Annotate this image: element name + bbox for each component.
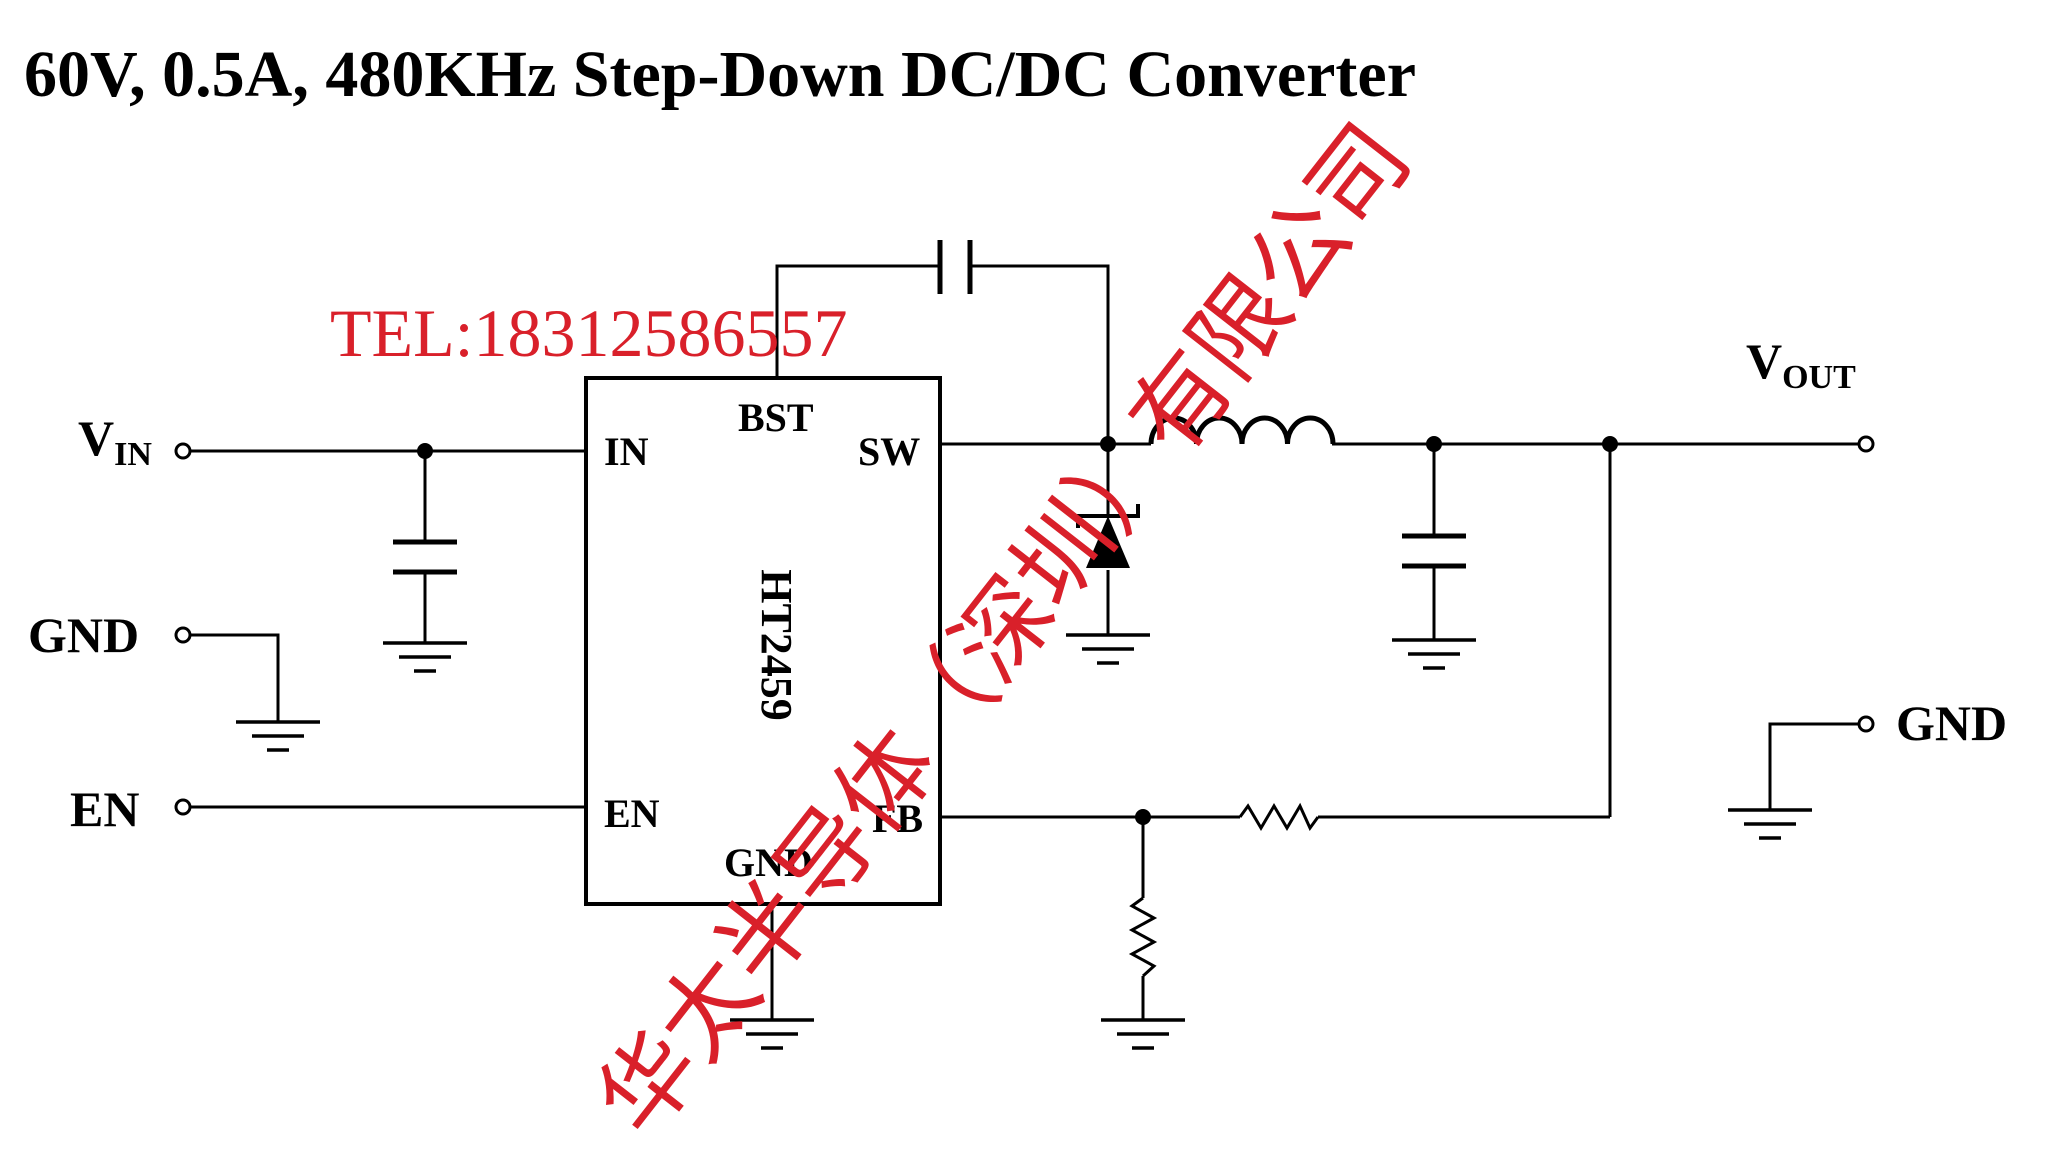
pin-label-en: EN [604, 791, 660, 836]
schottky-diode [1076, 504, 1140, 568]
ground-symbol [383, 641, 467, 673]
ground-symbol [1101, 1018, 1185, 1050]
watermark-company: 华太半导体（深圳）有限公司 [578, 105, 1431, 1154]
bootstrap-capacitor [937, 240, 973, 294]
inductor [1148, 415, 1336, 445]
ground-symbol [1392, 638, 1476, 670]
ground-symbol [730, 1018, 814, 1050]
pin-label-bst: BST [738, 395, 814, 440]
ic-body [584, 376, 942, 906]
feedback-resistor-top [1238, 802, 1320, 831]
pin-label-gnd: GND [724, 840, 813, 885]
ground-symbol [1066, 633, 1150, 665]
gnd-label-right: GND [1896, 695, 2007, 751]
gnd-terminal-left [174, 626, 192, 644]
en-label: EN [70, 781, 139, 837]
ground-symbol [236, 720, 320, 752]
pin-label-fb: FB [872, 796, 923, 841]
vout-terminal [1857, 435, 1875, 453]
feedback-resistor-bottom [1128, 896, 1158, 978]
output-capacitor [1402, 533, 1466, 569]
wires [190, 264, 1859, 1020]
gnd-terminal-right [1857, 715, 1875, 733]
watermark-tel: TEL:18312586557 [330, 295, 848, 371]
chip-name: HT2459 [752, 569, 801, 721]
gnd-label-left: GND [28, 607, 139, 663]
vout-label: VOUT [1746, 333, 1856, 396]
en-terminal [174, 798, 192, 816]
vin-terminal [174, 442, 192, 460]
junction-dots [417, 436, 1618, 825]
diagram-title: 60V, 0.5A, 480KHz Step-Down DC/DC Conver… [24, 38, 1416, 111]
vin-label: VIN [78, 410, 152, 473]
pin-label-in: IN [604, 429, 649, 474]
pin-label-sw: SW [858, 429, 920, 474]
input-capacitor [393, 539, 457, 575]
ground-symbol [1728, 808, 1812, 840]
